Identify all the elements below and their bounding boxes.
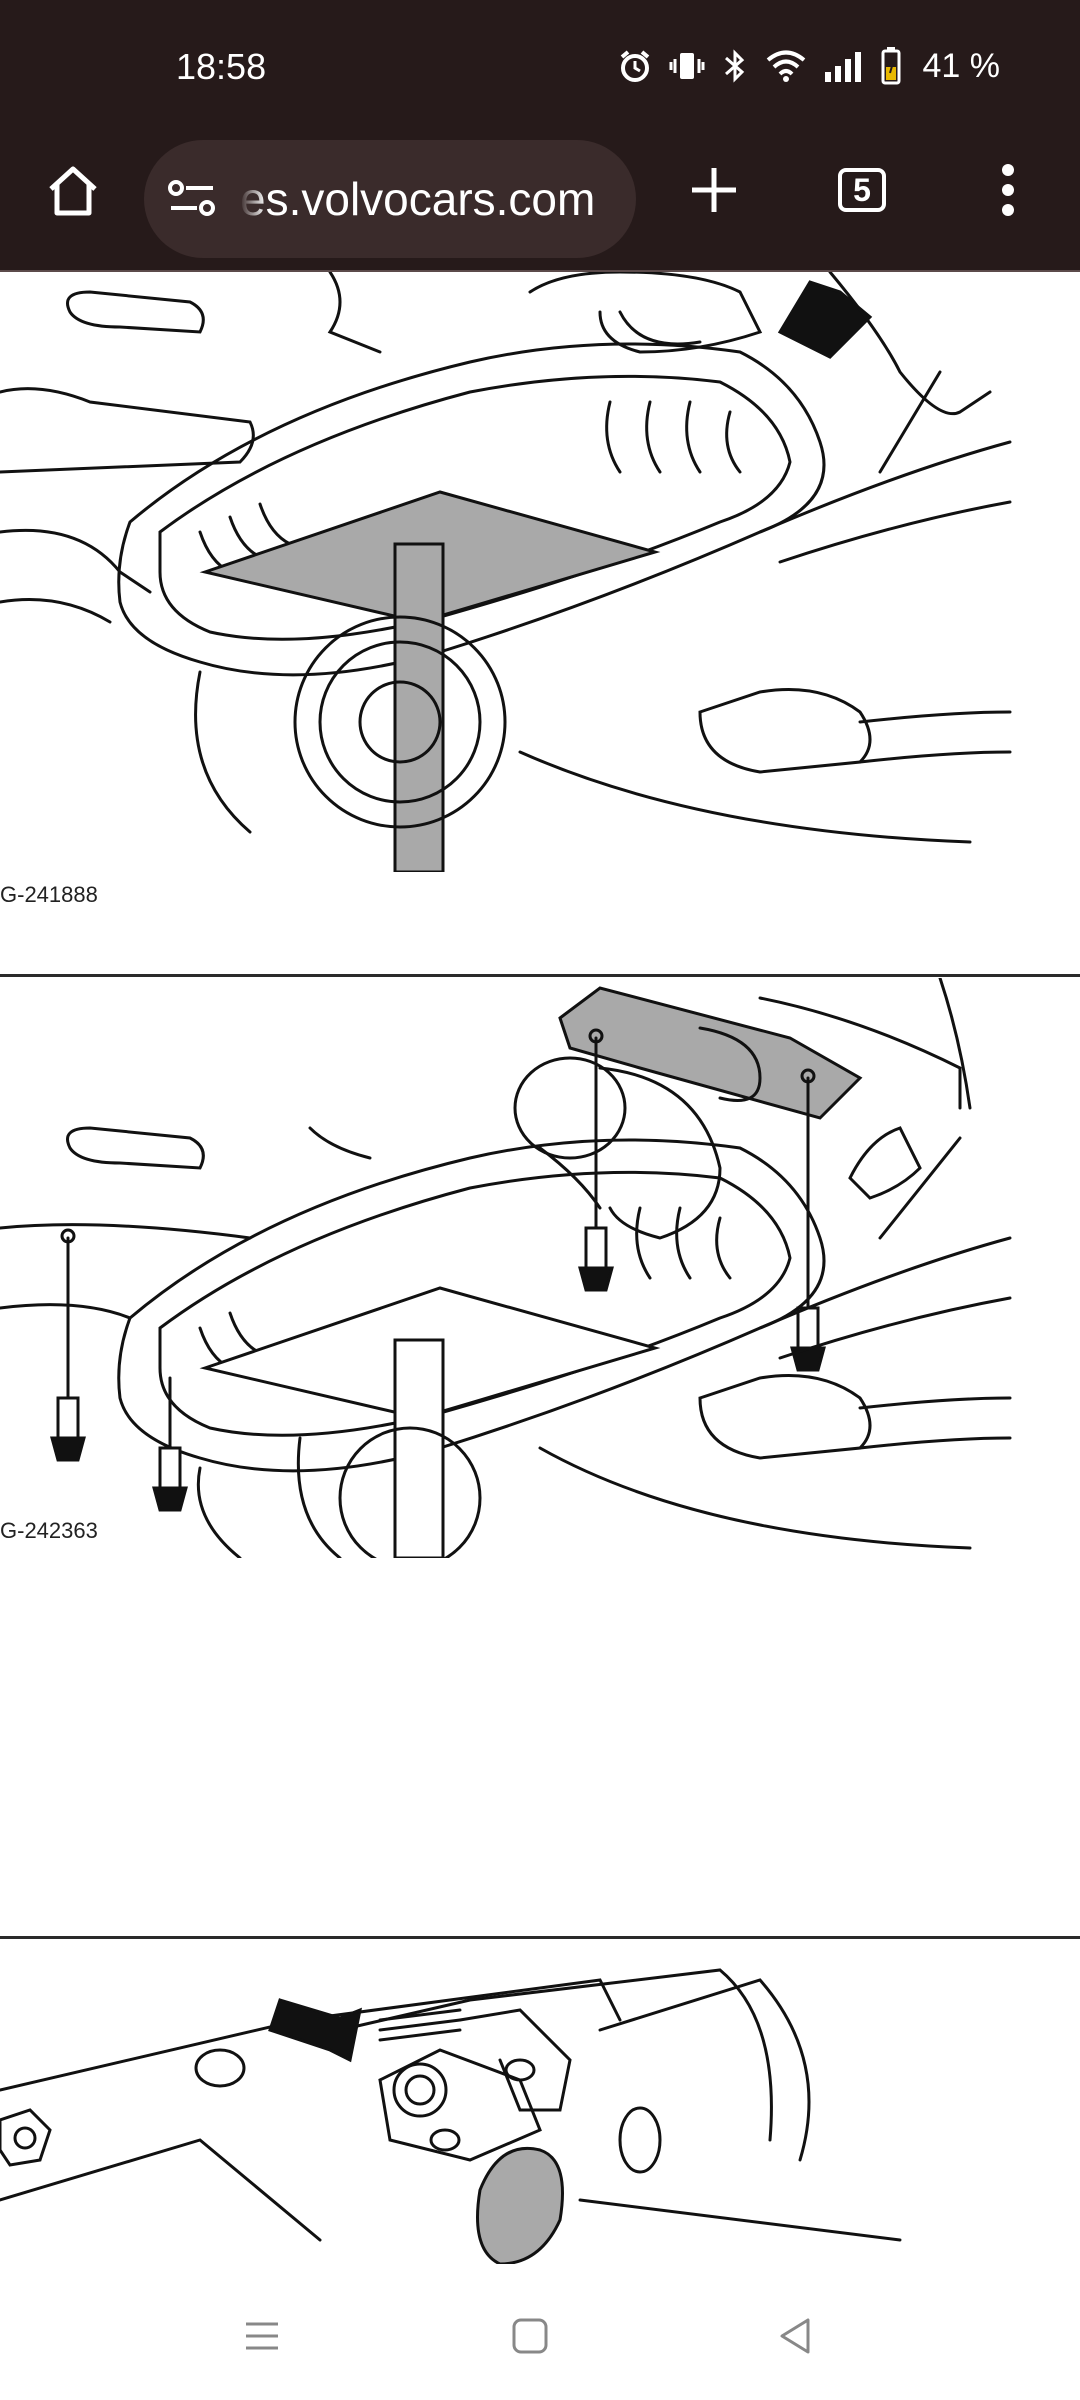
figure-2-caption: G-242363 xyxy=(0,1518,98,1543)
wifi-icon xyxy=(765,48,807,84)
more-vert-icon xyxy=(1002,164,1014,216)
new-tab-button[interactable] xyxy=(676,152,752,228)
status-time: 18:58 xyxy=(176,46,267,87)
home-nav-icon xyxy=(512,2318,548,2354)
plus-icon xyxy=(692,168,736,212)
menu-button[interactable] xyxy=(970,152,1046,228)
system-nav-bar xyxy=(0,2264,1080,2400)
divider-2 xyxy=(0,1936,1080,1939)
back-icon xyxy=(780,2318,810,2354)
back-button[interactable] xyxy=(758,2298,834,2374)
home-nav-button[interactable] xyxy=(492,2298,568,2374)
tabs-icon: 5 xyxy=(838,168,886,212)
figure-1: G-241888 xyxy=(0,272,1080,912)
vibrate-icon xyxy=(669,48,705,84)
tab-count: 5 xyxy=(853,171,871,208)
figure-2: G-242363 xyxy=(0,978,1080,1598)
status-icons: 41 % xyxy=(617,44,1001,88)
home-button[interactable] xyxy=(38,156,108,226)
battery-icon xyxy=(881,47,901,85)
divider-1 xyxy=(0,974,1080,977)
alarm-icon xyxy=(617,48,653,84)
figure-3 xyxy=(0,1940,1080,2264)
figure-2-illustration xyxy=(0,978,1012,1558)
status-bar: 18:58 41 % xyxy=(0,0,1080,128)
recent-apps-button[interactable] xyxy=(224,2298,300,2374)
browser-toolbar: es.volvocars.com 5 xyxy=(0,128,1080,272)
page-content: G-241888 xyxy=(0,272,1080,2264)
recent-apps-icon xyxy=(246,2322,278,2350)
signal-icon xyxy=(823,48,865,84)
site-settings-icon xyxy=(168,180,215,216)
figure-1-caption: G-241888 xyxy=(0,882,98,907)
figure-1-illustration xyxy=(0,272,1012,872)
url-text: es.volvocars.com xyxy=(240,173,596,225)
bluetooth-icon xyxy=(721,48,749,84)
address-bar[interactable]: es.volvocars.com xyxy=(144,140,636,258)
figure-3-illustration xyxy=(0,1968,902,2264)
battery-percent: 41 % xyxy=(922,46,1001,85)
tab-switcher-button[interactable]: 5 xyxy=(824,152,900,228)
home-icon xyxy=(49,166,97,216)
site-settings-button[interactable] xyxy=(166,172,218,224)
